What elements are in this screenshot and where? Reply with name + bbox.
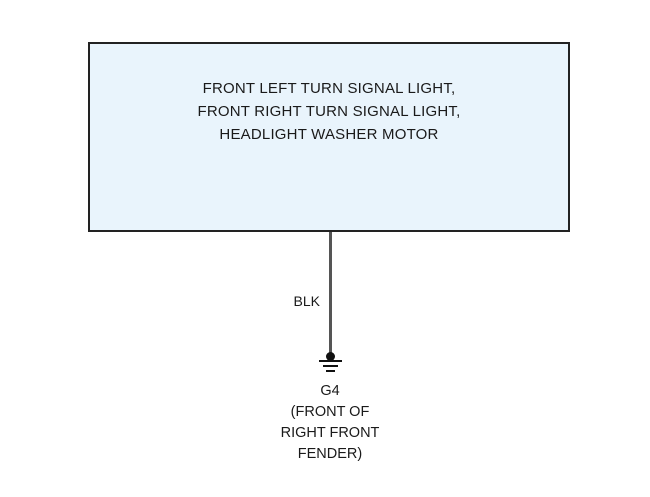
- ground-wire: [329, 232, 332, 356]
- component-label-line-3: HEADLIGHT WASHER MOTOR: [219, 126, 439, 143]
- ground-node-dot-icon: [326, 352, 335, 361]
- component-box: FRONT LEFT TURN SIGNAL LIGHT, FRONT RIGH…: [88, 42, 570, 232]
- ground-label-line-1: G4: [320, 383, 340, 399]
- wire-color-label: BLK: [293, 293, 320, 309]
- ground-label-line-4: FENDER): [297, 446, 363, 462]
- ground-bar-large-icon: [319, 360, 342, 362]
- component-label-line-1: FRONT LEFT TURN SIGNAL LIGHT,: [202, 80, 456, 97]
- ground-bar-medium-icon: [323, 365, 338, 367]
- ground-label-line-3: RIGHT FRONT: [280, 425, 380, 441]
- ground-label-line-2: (FRONT OF: [290, 404, 370, 420]
- component-label-line-2: FRONT RIGHT TURN SIGNAL LIGHT,: [197, 103, 461, 120]
- ground-label: G4 (FRONT OF RIGHT FRONT FENDER): [180, 381, 480, 465]
- component-label: FRONT LEFT TURN SIGNAL LIGHT, FRONT RIGH…: [90, 77, 568, 146]
- ground-symbol: [308, 352, 353, 378]
- ground-bar-small-icon: [326, 370, 335, 372]
